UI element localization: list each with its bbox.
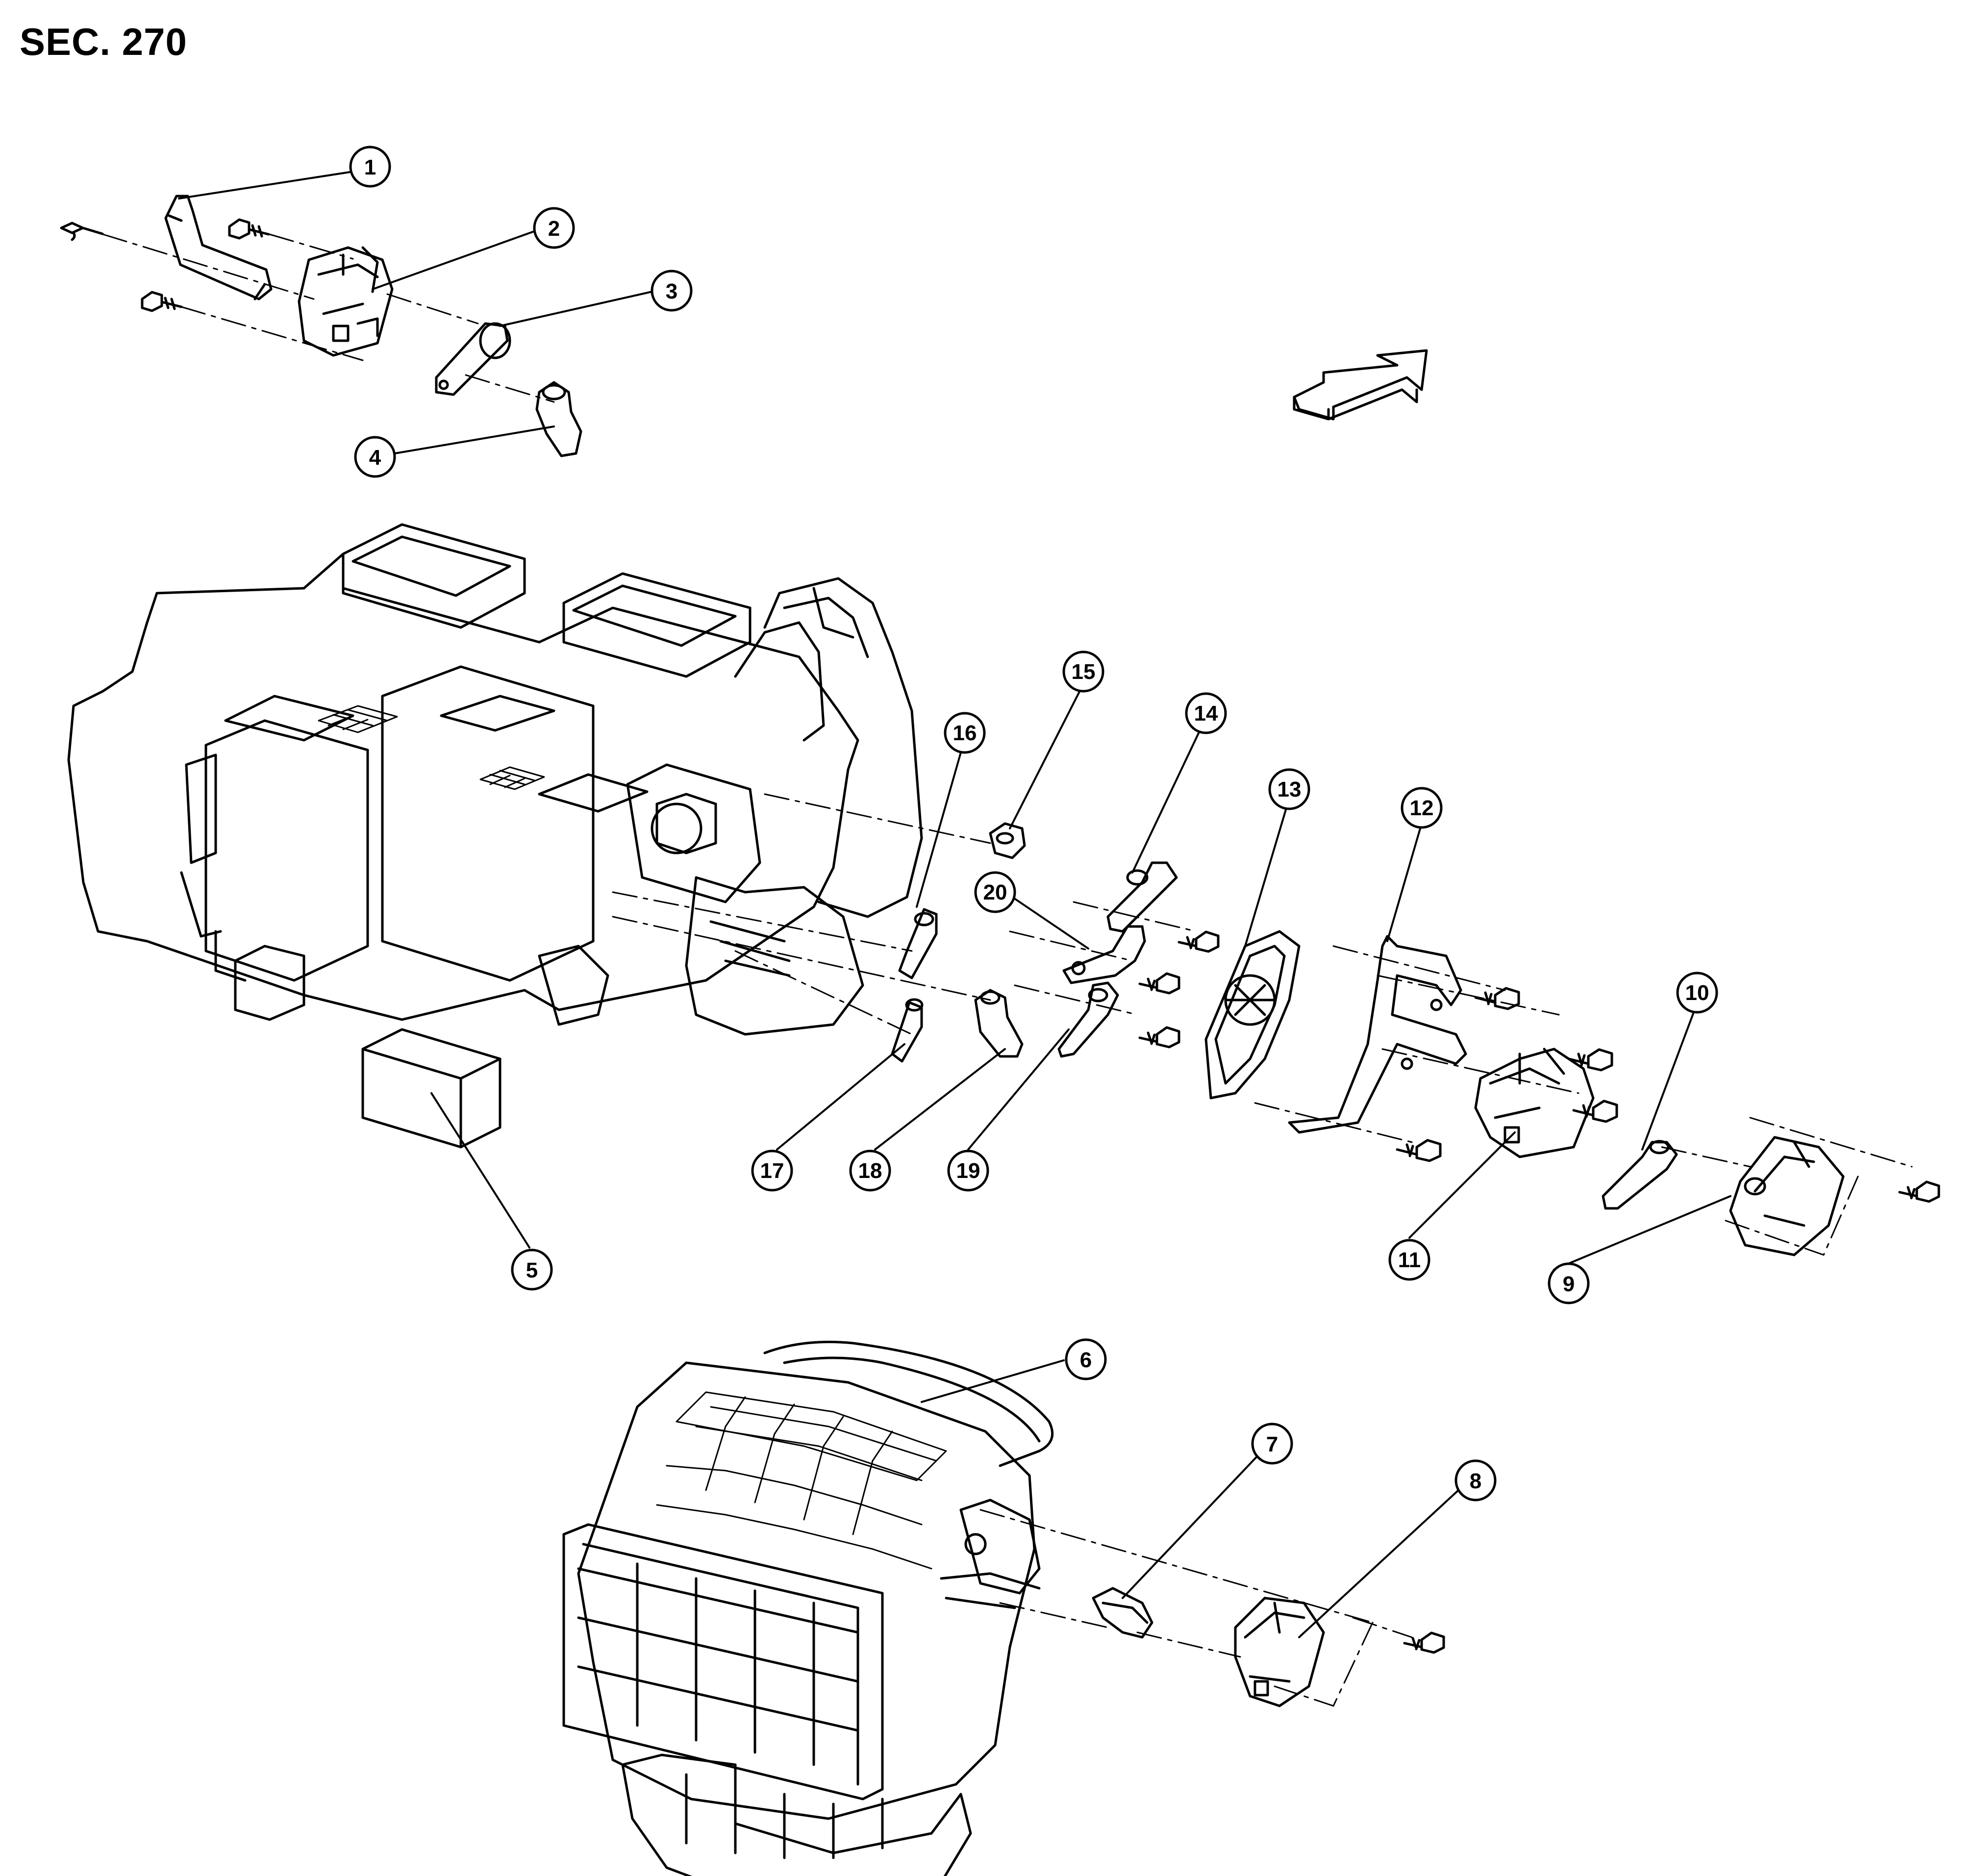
upper-actuator-assembly [60,195,582,457]
actuator-8 [1234,1597,1325,1707]
callouts: 1 2 3 4 5 6 7 8 9 10 11 12 13 14 15 16 1… [349,146,1718,1501]
callout-8: 8 [1454,1459,1497,1501]
alignment-lines [612,793,1913,1256]
svg-text:20: 20 [983,880,1007,904]
heater-unit-assembly [67,523,923,1149]
callout-19: 19 [947,1150,989,1192]
lever-19 [1057,981,1119,1058]
callout-2: 2 [533,207,575,249]
blower-unit-assembly [562,1341,1054,1876]
callout-10: 10 [1676,972,1718,1014]
lever-15 [989,822,1026,859]
screw [60,222,104,241]
link-bracket [164,195,273,300]
screw [1572,1100,1618,1123]
svg-text:19: 19 [956,1159,980,1183]
svg-text:18: 18 [858,1159,882,1183]
screw [1138,1026,1180,1049]
svg-text:2: 2 [548,217,560,241]
svg-text:16: 16 [953,721,977,745]
svg-text:13: 13 [1278,777,1302,801]
callout-20: 20 [974,871,1016,913]
section-title: SEC. 270 [20,20,187,63]
link-16 [898,908,938,979]
screw [1138,972,1180,995]
callout-4: 4 [354,436,396,478]
callout-9: 9 [1548,1262,1590,1304]
svg-text:10: 10 [1685,981,1709,1005]
lever-10 [1602,1140,1678,1210]
link-18 [974,989,1024,1058]
screw [1474,987,1520,1010]
callout-13: 13 [1268,768,1310,810]
svg-text:9: 9 [1563,1272,1575,1296]
svg-text:8: 8 [1470,1469,1481,1493]
callout-16: 16 [944,712,986,754]
svg-text:11: 11 [1398,1248,1421,1272]
link-17 [891,998,924,1063]
clip-7 [1092,1587,1153,1639]
callout-12: 12 [1401,787,1443,829]
svg-text:15: 15 [1072,660,1096,684]
svg-text:7: 7 [1266,1432,1278,1456]
screw [141,291,183,312]
callout-6: 6 [1065,1338,1107,1380]
screw [228,218,270,240]
screw [1396,1139,1442,1162]
callout-14: 14 [1185,692,1227,734]
callout-3: 3 [651,270,693,312]
actuator-2 [298,246,394,357]
callout-18: 18 [849,1150,891,1192]
front-direction-arrow-icon [1293,349,1428,421]
screw [1178,930,1220,953]
link-assembly-12 [1288,935,1467,1134]
alignment-lines [102,233,555,403]
svg-text:3: 3 [666,279,677,303]
link-4 [535,381,582,457]
actuator-11 [1474,1048,1595,1158]
gear-plate-13 [1204,930,1301,1100]
callout-1: 1 [349,146,391,188]
screw [1567,1048,1613,1072]
svg-text:12: 12 [1410,796,1434,820]
callout-17: 17 [751,1150,793,1192]
alignment-lines [979,1509,1413,1707]
callout-15: 15 [1062,650,1104,693]
svg-text:1: 1 [364,155,376,179]
screw [1403,1631,1445,1654]
svg-text:5: 5 [526,1258,538,1282]
svg-text:4: 4 [369,446,381,470]
svg-text:17: 17 [760,1159,784,1183]
callout-11: 11 [1388,1239,1430,1281]
lever-20 [1062,925,1146,984]
lever-14 [1106,861,1178,933]
callout-7: 7 [1251,1423,1293,1465]
svg-text:14: 14 [1194,701,1218,725]
callout-5: 5 [511,1249,553,1291]
leader-lines [178,171,1731,1638]
actuator-9 [1729,1136,1845,1256]
screw [1898,1180,1940,1203]
svg-text:6: 6 [1080,1348,1092,1372]
lever-3 [435,322,511,396]
